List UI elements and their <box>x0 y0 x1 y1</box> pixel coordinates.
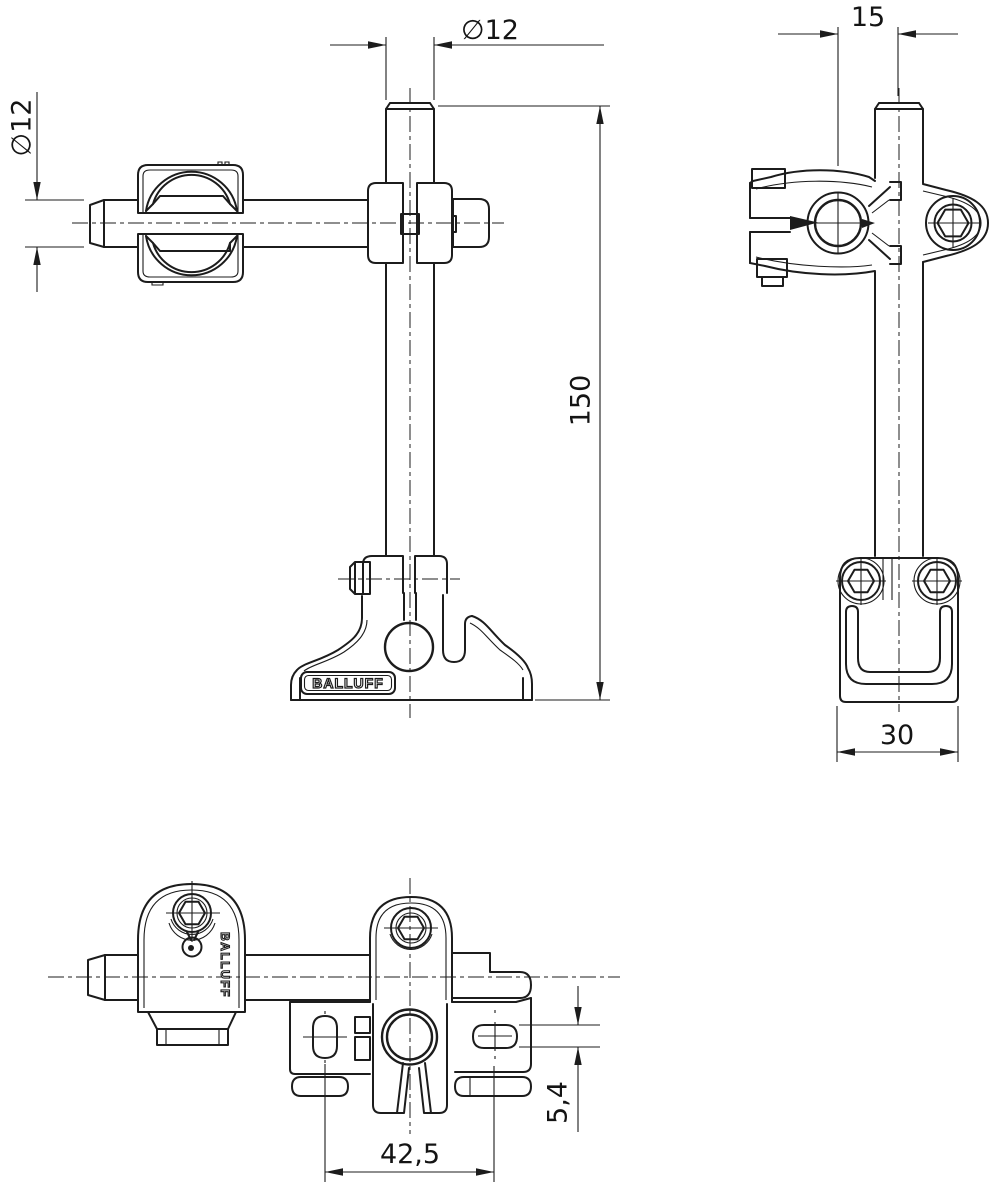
front-view-dimensions <box>25 37 610 701</box>
dim-label-offset-15: 15 <box>850 2 886 33</box>
front-view <box>72 88 533 718</box>
bottom-view-dimensions <box>324 986 600 1182</box>
bottom-view <box>48 878 620 1134</box>
balluff-logo-bottom-view: BALLUFF <box>217 932 232 999</box>
side-view <box>749 88 989 712</box>
dim-label-height-150: 150 <box>565 374 597 427</box>
dim-label-left-rod-diameter: ∅12 <box>6 98 38 157</box>
dim-label-base-width-30: 30 <box>879 720 915 751</box>
balluff-logo-front-view: BALLUFF <box>312 674 384 691</box>
dim-label-top-rod-diameter: ∅12 <box>461 15 519 46</box>
dim-label-slot-spacing-42-5: 42,5 <box>379 1139 441 1170</box>
dim-label-slot-width-5-4: 5,4 <box>542 1081 574 1124</box>
side-view-dimensions <box>778 27 959 762</box>
